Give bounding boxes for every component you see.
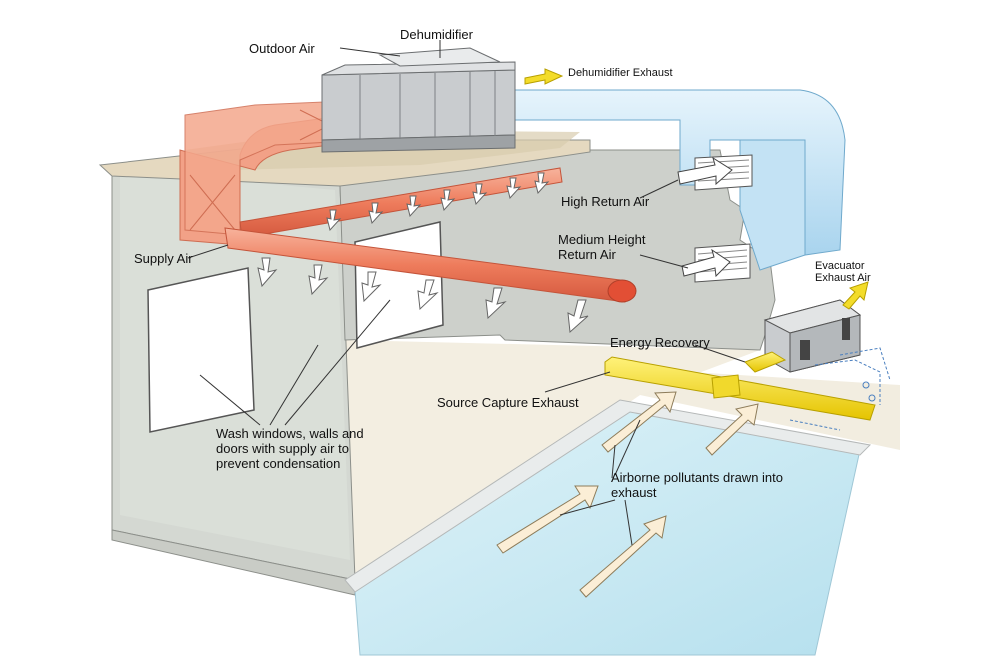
return-duct-drop <box>739 139 806 271</box>
exhaust-junction <box>711 374 741 399</box>
supply-air-label: Supply Air <box>134 251 193 266</box>
wash-note-label: Wash windows, walls and doors with suppl… <box>216 426 364 471</box>
dehumidifier-exhaust-arrow <box>524 68 564 85</box>
dehumidifier-exhaust-label: Dehumidifier Exhaust <box>568 67 673 79</box>
outdoor-air-label: Outdoor Air <box>249 41 315 56</box>
supply-pipe-end <box>607 279 637 303</box>
pool-edge <box>344 399 872 593</box>
dehumidifier-label: Dehumidifier <box>400 27 473 42</box>
supply-arrows <box>257 172 589 334</box>
evacuator-exhaust-air-label: Evacuator Exhaust Air <box>815 260 871 284</box>
window-left <box>147 267 255 433</box>
exhaust-riser <box>744 351 787 373</box>
airborne-pollutants-label: Airborne pollutants drawn into exhaust <box>611 470 783 500</box>
energy-recovery-label: Energy Recovery <box>610 335 710 350</box>
leader-lines <box>187 179 746 546</box>
medium-height-return-air-label: Medium Height Return Air <box>558 232 646 262</box>
source-capture-duct <box>604 356 876 421</box>
high-return-arrow <box>677 156 733 186</box>
outdoor-air-leader <box>339 47 401 57</box>
evacuator-exhaust-arrow <box>842 281 869 310</box>
medium-return-arrow <box>681 248 731 278</box>
dehumidifier-unit <box>321 47 516 153</box>
source-capture-exhaust-label: Source Capture Exhaust <box>437 395 579 410</box>
high-return-air-label: High Return Air <box>561 194 650 209</box>
piping <box>789 347 891 431</box>
